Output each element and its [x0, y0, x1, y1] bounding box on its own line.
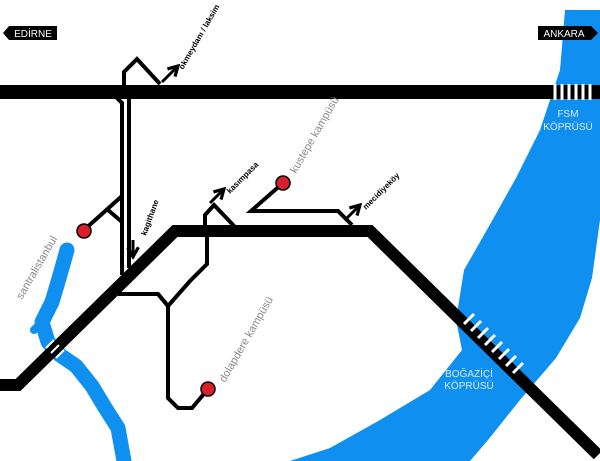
bogazici-bridge-label-1: BOĞAZİÇİ — [445, 367, 493, 380]
kasimpasa-exit-label[interactable]: kasımpasa — [225, 160, 261, 196]
bogazici-bridge-label-2: KÖPRÜSÜ — [444, 380, 493, 392]
dolapdere-road — [156, 292, 210, 410]
minor-roads — [82, 56, 354, 410]
edirne-label: EDİRNE — [14, 27, 52, 40]
fsm-bridge-deck — [553, 84, 592, 100]
ankara-label: ANKARA — [543, 29, 584, 40]
exit-arrow-okmeydani — [160, 68, 176, 84]
fsm-bridge-label-2: KÖPRÜSÜ — [543, 121, 592, 133]
kasimpasa-road — [203, 202, 238, 231]
edirne-sign: EDİRNE — [3, 26, 57, 40]
kustepe-road — [245, 181, 354, 227]
fsm-bridge-label-1: FSM — [557, 109, 578, 120]
okmeydani-exit-label[interactable]: okmeydanı / laksim — [177, 3, 221, 71]
e5-highway — [0, 225, 600, 460]
ankara-sign: ANKARA — [538, 26, 598, 40]
kagithane-road-a — [109, 90, 124, 275]
golden-horn-branch — [30, 318, 46, 334]
bogazici-bridge-deck — [462, 312, 525, 375]
santral-connector — [82, 194, 124, 232]
exit-arrows — [133, 68, 358, 254]
santral-junction — [106, 208, 124, 224]
dolapdere-campus-label[interactable]: dolapdere kampüsü — [217, 295, 276, 385]
dolapdere-campus-dot[interactable] — [200, 381, 216, 397]
mecidiyekoy-exit-label[interactable]: mecidiyeköy — [361, 171, 402, 212]
kustepe-campus-dot[interactable] — [275, 175, 291, 191]
exit-arrow-mecidiyekoy — [344, 207, 358, 221]
bosphorus-water — [290, 10, 600, 461]
kustepe-campus-label[interactable]: kustepe kampüsü — [288, 95, 342, 176]
santral-campus-dot[interactable] — [76, 223, 92, 239]
dolapdere-loop — [118, 231, 209, 310]
left-arrow-icon — [3, 26, 9, 40]
okmeydani-road — [122, 56, 162, 92]
kagithane-exit-label[interactable]: kagithane — [139, 198, 160, 237]
exit-arrow-kasimpasa — [208, 191, 222, 205]
right-arrow-icon — [591, 26, 598, 40]
golden-horn-bridge-deck — [45, 339, 65, 359]
